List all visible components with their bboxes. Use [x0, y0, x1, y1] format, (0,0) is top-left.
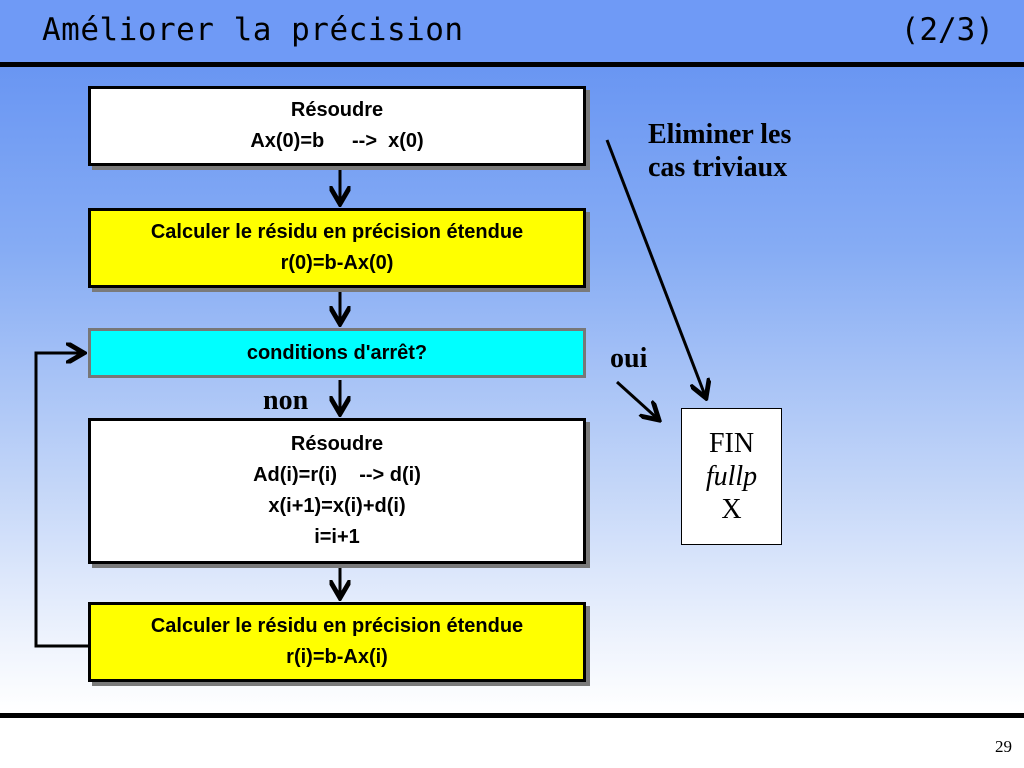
- page-number: 29: [995, 737, 1012, 756]
- residual-iteration-line-2: r(i)=b-Ax(i): [286, 646, 388, 668]
- arrow-yes-to-end: [615, 380, 659, 420]
- note-line-1: Eliminer les: [648, 119, 792, 150]
- solve-iteration-line-2: Ad(i)=r(i) --> d(i): [253, 464, 421, 486]
- end-box-line-3: X: [721, 494, 742, 525]
- solve-initial-line-1: Résoudre: [290, 99, 384, 121]
- title-divider: [0, 62, 1024, 67]
- label-no: non: [263, 385, 309, 416]
- box-solve-initial: Résoudre Ax(0)=b --> x(0): [88, 86, 586, 166]
- stop-conditions-label: conditions d'arrêt?: [246, 341, 428, 364]
- title-bar: Améliorer la précision (2/3): [0, 0, 1024, 62]
- note-eliminate-trivial: Eliminer les cas triviaux: [648, 118, 791, 184]
- solve-initial-line-2: Ax(0)=b --> x(0): [250, 130, 424, 152]
- box-stop-conditions: conditions d'arrêt?: [88, 328, 586, 378]
- residual-initial-line-1: Calculer le résidu en précision étendue: [150, 221, 524, 243]
- footer-band: [0, 718, 1024, 768]
- footer-divider: [0, 713, 1024, 718]
- solve-iteration-line-1: Résoudre: [290, 433, 384, 455]
- end-box-line-1: FIN: [708, 428, 755, 459]
- box-solve-iteration: Résoudre Ad(i)=r(i) --> d(i) x(i+1)=x(i)…: [88, 418, 586, 564]
- arrow-trivial-to-end: [605, 139, 706, 398]
- arrow-loop-back: [34, 353, 88, 648]
- slide-title: Améliorer la précision: [42, 12, 464, 48]
- box-residual-iteration: Calculer le résidu en précision étendue …: [88, 602, 586, 682]
- solve-iteration-line-3: x(i+1)=x(i)+d(i): [268, 495, 406, 517]
- end-box: FIN fullp X: [681, 408, 782, 545]
- label-yes: oui: [610, 343, 648, 374]
- end-box-line-2: fullp: [705, 461, 758, 492]
- slide-counter: (2/3): [900, 12, 994, 48]
- note-line-2: cas triviaux: [648, 152, 788, 183]
- residual-iteration-line-1: Calculer le résidu en précision étendue: [150, 615, 524, 637]
- box-residual-initial: Calculer le résidu en précision étendue …: [88, 208, 586, 288]
- residual-initial-line-2: r(0)=b-Ax(0): [280, 252, 394, 274]
- solve-iteration-line-4: i=i+1: [314, 526, 360, 548]
